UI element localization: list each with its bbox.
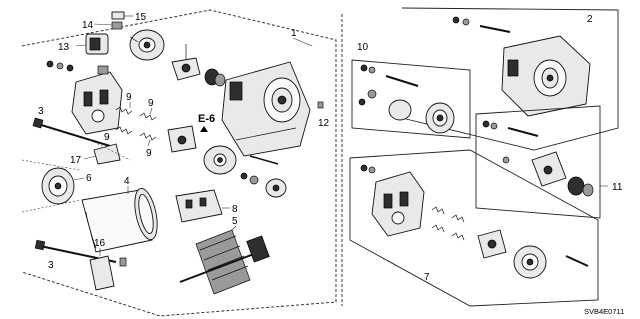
gear-plate-part	[203, 145, 237, 175]
callout-7: 7	[424, 272, 430, 283]
section-reference-arrow	[200, 126, 208, 132]
callout-8: 8	[232, 204, 238, 215]
solenoid-kit-panel	[401, 7, 619, 151]
rear-cover-part	[129, 29, 165, 61]
starter-housing-part	[221, 61, 311, 157]
small-nut-part	[317, 101, 324, 109]
callout-3-top: 3	[38, 106, 44, 117]
callout-9-c: 9	[104, 132, 110, 143]
callout-14: 14	[82, 20, 94, 31]
brush-kit-panel	[349, 149, 599, 307]
callout-5: 5	[232, 216, 238, 227]
callout-6: 6	[86, 173, 92, 184]
carbon-brush-part	[93, 11, 133, 30]
rear-cover-kit-parts	[358, 64, 455, 134]
callout-15: 15	[135, 12, 147, 23]
pinion-gear-parts	[240, 155, 287, 198]
gear-housing-part	[175, 189, 230, 223]
washer-parts	[46, 60, 74, 72]
callout-9-a: 9	[126, 92, 132, 103]
callout-1: 1	[291, 28, 297, 39]
brush-kit-parts	[360, 164, 589, 279]
brush-holder-part	[75, 33, 109, 55]
armature-part	[179, 225, 270, 295]
rubber-boot-part	[204, 68, 226, 87]
center-plate-part	[167, 125, 197, 153]
bracket-part	[171, 44, 201, 81]
diagram-code: SVB4E0711	[584, 307, 624, 316]
callout-12: 12	[318, 118, 330, 129]
callout-9-d: 9	[146, 148, 152, 159]
lower-plate-part	[89, 248, 127, 291]
through-bolt-part	[32, 117, 111, 147]
leader-lines	[21, 139, 131, 213]
starter-assembly-panel	[21, 9, 337, 317]
plate-part	[83, 143, 121, 165]
gear-kit-parts	[482, 120, 608, 197]
callout-11: 11	[612, 182, 623, 193]
section-reference: E-6	[198, 113, 215, 125]
gear-kit-panel	[475, 105, 601, 219]
callout-4: 4	[124, 176, 130, 187]
callout-10: 10	[357, 42, 369, 53]
callout-3-bottom: 3	[48, 260, 54, 271]
brush-assembly-part	[71, 65, 123, 135]
callout-9-b: 9	[148, 98, 154, 109]
yoke-part	[81, 186, 158, 253]
solenoid-kit-parts	[452, 16, 591, 117]
callout-13: 13	[58, 42, 70, 53]
callout-17: 17	[70, 155, 82, 166]
rear-cover-kit-panel	[351, 59, 471, 139]
end-cover-part	[41, 167, 85, 205]
callout-16: 16	[94, 238, 106, 249]
spring-parts	[115, 102, 157, 147]
callout-2: 2	[587, 14, 593, 25]
